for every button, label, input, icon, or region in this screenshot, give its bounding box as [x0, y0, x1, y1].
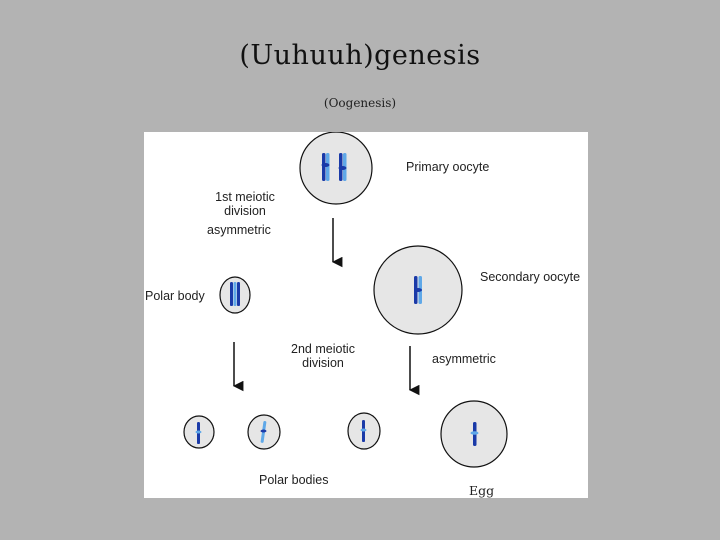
label-asymmetric-2: asymmetric [432, 352, 496, 366]
chromosome-pair [321, 153, 330, 181]
label-secondary-oocyte: Secondary oocyte [480, 270, 581, 284]
label-asymmetric-1: asymmetric [207, 223, 271, 237]
primary-oocyte-cell [299, 132, 373, 205]
label-second-meiotic-line1: 2nd meiotic [291, 342, 355, 356]
slide-title: (Uuhuuh)genesis [239, 40, 481, 71]
polar-body-cell [247, 414, 281, 450]
chromosome-pair [338, 153, 347, 181]
label-primary-oocyte: Primary oocyte [406, 160, 490, 174]
label-first-meiotic-line2: division [224, 204, 266, 218]
label-first-meiotic-line1: 1st meiotic [215, 190, 275, 204]
polar-body-cell [347, 412, 381, 450]
label-polar-bodies: Polar bodies [259, 473, 329, 487]
diagram-shapes [183, 132, 508, 468]
oogenesis-diagram: Primary oocyte 1st meiotic division asym… [144, 132, 588, 498]
slide-subtitle: (Oogenesis) [323, 96, 397, 110]
first-polar-body-cell [219, 276, 251, 314]
label-second-meiotic-line2: division [302, 356, 344, 370]
label-polar-body: Polar body [145, 289, 205, 303]
secondary-oocyte-cell [373, 245, 463, 335]
egg-cell [440, 400, 508, 468]
polar-body-cell [183, 415, 215, 449]
label-egg: Egg [469, 483, 495, 498]
